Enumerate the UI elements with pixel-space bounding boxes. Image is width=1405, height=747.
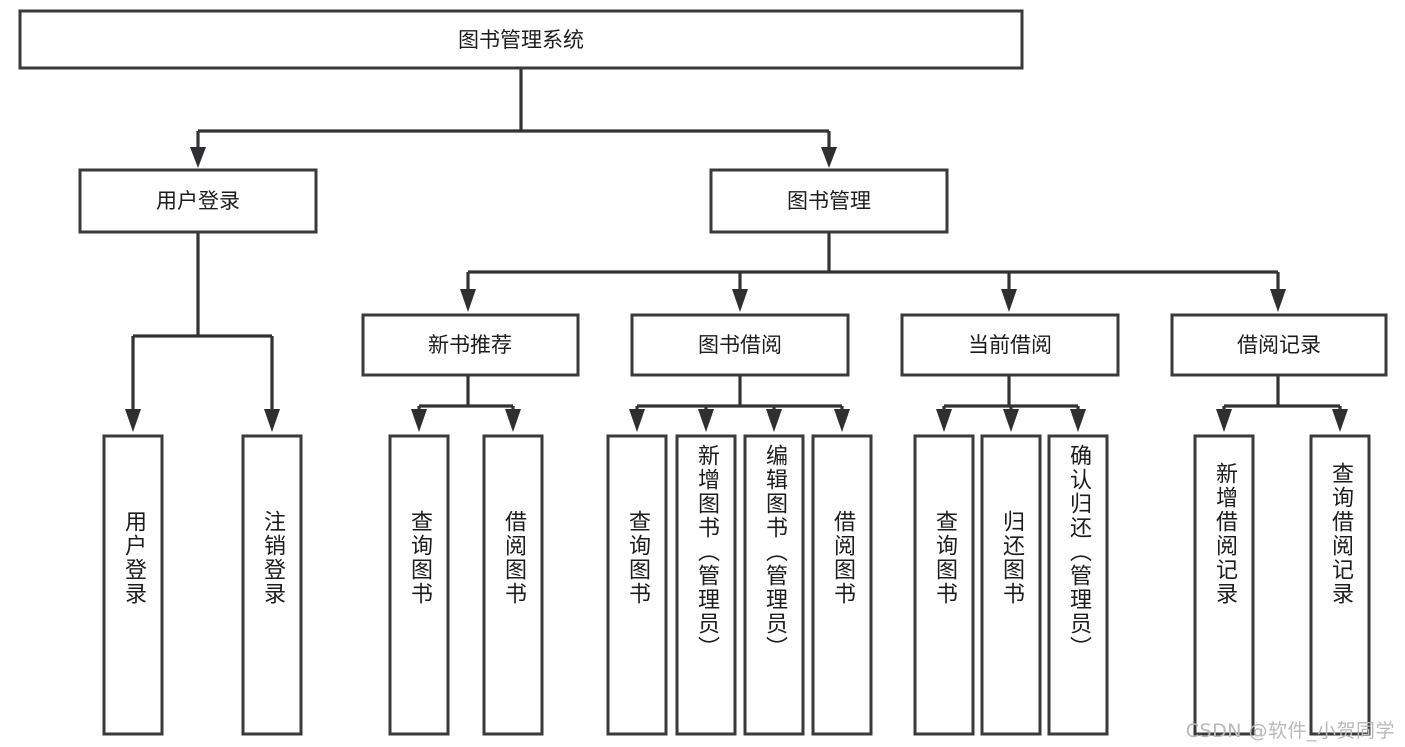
connector-group-newbook — [411, 375, 521, 432]
node-user-login-box[interactable] — [78, 168, 318, 234]
arrow-bookmgmt-to-borrow — [732, 289, 748, 312]
leaf-box-newbook-borrow[interactable] — [482, 434, 544, 736]
arrow-records-leaf-1 — [1216, 409, 1232, 432]
leaf-box-records-add[interactable] — [1193, 434, 1255, 736]
node-new-book-recommend-label: 新书推荐 — [428, 333, 512, 357]
node-current-borrow-label: 当前借阅 — [968, 333, 1052, 357]
node-new-book-recommend[interactable]: 新书推荐 — [361, 313, 580, 377]
leaf-box-user-login[interactable] — [102, 434, 164, 736]
arrow-borrow-leaf-4 — [834, 409, 850, 432]
connector-group-records — [1216, 375, 1348, 432]
arrow-login-leaf-1 — [125, 409, 141, 432]
arrow-records-leaf-2 — [1332, 409, 1348, 432]
leaf-boxes — [102, 434, 1371, 736]
arrow-current-leaf-1 — [936, 409, 952, 432]
arrow-current-leaf-3 — [1070, 409, 1086, 432]
leaf-box-borrow-query[interactable] — [606, 434, 668, 736]
leaf-box-current-return[interactable] — [980, 434, 1042, 736]
arrow-newbook-leaf-1 — [411, 409, 427, 432]
node-book-borrow-label: 图书借阅 — [698, 333, 782, 357]
arrow-newbook-leaf-2 — [505, 409, 521, 432]
node-book-management[interactable]: 图书管理 — [709, 168, 949, 234]
node-current-borrow-box[interactable] — [900, 313, 1120, 377]
leaf-box-borrow-edit[interactable] — [743, 434, 805, 736]
leaf-box-newbook-query[interactable] — [388, 434, 450, 736]
leaf-box-borrow-add[interactable] — [675, 434, 737, 736]
node-current-borrow[interactable]: 当前借阅 — [900, 313, 1120, 377]
arrow-bookmgmt-to-records — [1270, 289, 1286, 312]
node-user-login-label: 用户登录 — [156, 189, 240, 213]
node-borrow-records-box[interactable] — [1170, 313, 1388, 377]
node-root-label: 图书管理系统 — [458, 28, 584, 52]
node-new-book-recommend-box[interactable] — [361, 313, 580, 377]
connector-group-bookmgmt — [460, 232, 1286, 312]
node-borrow-records[interactable]: 借阅记录 — [1170, 313, 1388, 377]
leaf-box-current-confirm[interactable] — [1047, 434, 1109, 736]
node-borrow-records-label: 借阅记录 — [1237, 333, 1321, 357]
node-user-login[interactable]: 用户登录 — [78, 168, 318, 234]
arrow-current-leaf-2 — [1003, 409, 1019, 432]
leaf-box-records-query[interactable] — [1309, 434, 1371, 736]
leaf-box-borrow-borrow[interactable] — [811, 434, 873, 736]
arrow-login-leaf-2 — [264, 409, 280, 432]
arrow-bookmgmt-to-current — [1001, 289, 1017, 312]
connector-group-current — [936, 375, 1086, 432]
node-book-management-label: 图书管理 — [787, 189, 871, 213]
leaf-box-current-query[interactable] — [913, 434, 975, 736]
node-root[interactable]: 图书管理系统 — [18, 9, 1024, 70]
node-book-borrow-box[interactable] — [630, 313, 850, 377]
connector-group-borrow — [629, 375, 850, 432]
node-book-management-box[interactable] — [709, 168, 949, 234]
arrow-root-to-bookmgmt — [821, 147, 837, 168]
connector-group-root — [190, 68, 837, 168]
arrow-root-to-login — [190, 147, 206, 168]
arrow-borrow-leaf-2 — [698, 409, 714, 432]
leaf-box-logout[interactable] — [241, 434, 303, 736]
arrow-borrow-leaf-3 — [766, 409, 782, 432]
arrow-borrow-leaf-1 — [629, 409, 645, 432]
node-root-box[interactable] — [18, 9, 1024, 70]
csdn-watermark: CSDN @软件_小贺同学 — [1185, 720, 1395, 742]
node-book-borrow[interactable]: 图书借阅 — [630, 313, 850, 377]
connector-group-login — [125, 232, 280, 432]
arrow-bookmgmt-to-newbook — [460, 289, 476, 312]
